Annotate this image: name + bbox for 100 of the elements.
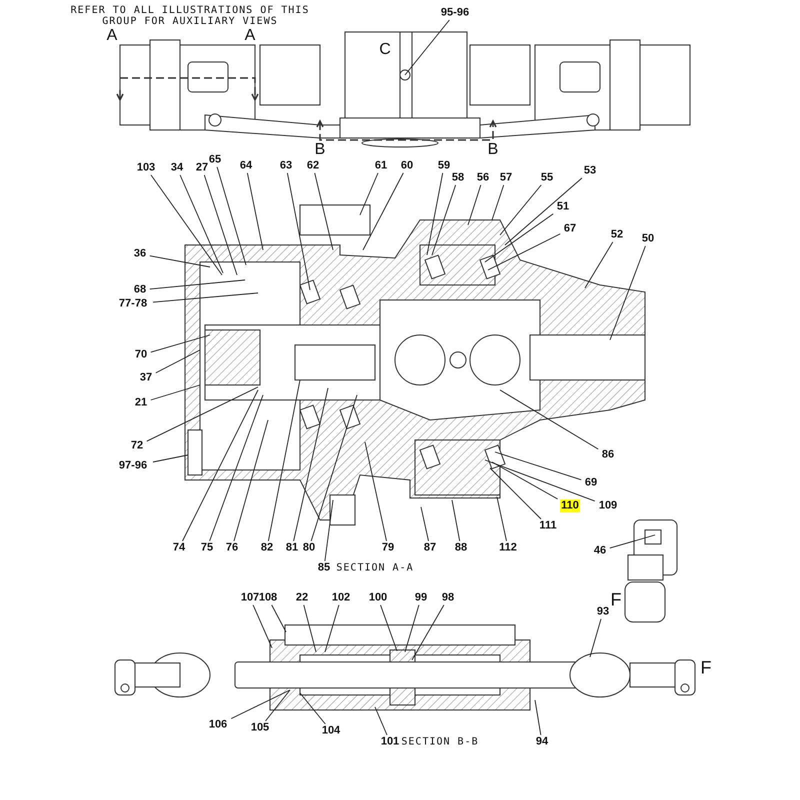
leader-line <box>492 462 558 500</box>
leader-line <box>484 460 596 502</box>
leader-line <box>234 420 268 542</box>
leader-line <box>268 380 300 542</box>
leader-line <box>380 604 398 652</box>
note-text: REFER TO ALL ILLUSTRATIONS OF THIS GROUP FOR AUXILIARY VIEWS <box>70 5 310 27</box>
leader-line <box>590 618 602 658</box>
section-letter: B <box>314 141 326 159</box>
callout-number: 65 <box>208 154 222 166</box>
callout-number: 95-96 <box>440 6 470 20</box>
callout-number: 67 <box>562 222 578 236</box>
leader-line <box>610 246 646 340</box>
callout-number: 112 <box>498 542 518 554</box>
callout-number: 79 <box>380 542 396 554</box>
callout-number: 80 <box>302 542 316 554</box>
callout-number: 36 <box>132 248 148 260</box>
callout-number: 108 <box>258 592 278 604</box>
callout-number: 51 <box>556 200 570 214</box>
callout-number: 104 <box>320 724 342 738</box>
leader-line <box>374 706 388 736</box>
callout-number: 72 <box>130 440 144 452</box>
view-letter: F <box>610 590 622 610</box>
leader-line <box>230 690 290 720</box>
section-letter: A <box>106 27 118 45</box>
callout-number: 63 <box>278 160 294 172</box>
callout-number: 27 <box>194 162 210 174</box>
callout-number: 68 <box>132 284 148 296</box>
callout-number: 100 <box>368 592 388 604</box>
leader-line <box>204 174 238 276</box>
section-title: SECTION B-B <box>401 736 479 748</box>
section-title: SECTION A-A <box>336 562 414 574</box>
leader-line <box>420 506 429 542</box>
leader-line <box>360 172 378 216</box>
leader-line <box>609 534 656 549</box>
callout-number: 37 <box>138 372 154 384</box>
leader-line <box>180 174 224 274</box>
callout-number: 81 <box>284 542 300 554</box>
leader-line <box>150 334 210 353</box>
leader-line <box>209 394 264 542</box>
callout-number: 88 <box>454 542 468 554</box>
leader-line <box>293 388 328 542</box>
view-letter: F <box>700 658 712 678</box>
callout-number: 94 <box>534 736 550 748</box>
callout-number: 102 <box>330 592 352 604</box>
leader-line <box>492 184 504 220</box>
leader-line <box>152 454 188 462</box>
callout-number: 74 <box>172 542 186 554</box>
callout-number: 34 <box>170 162 184 174</box>
callout-number: 59 <box>436 160 452 172</box>
callout-number: 50 <box>640 232 656 246</box>
callout-number: 109 <box>598 500 618 512</box>
leader-line <box>265 690 290 722</box>
callout-number: 53 <box>582 164 598 178</box>
leader-line <box>452 500 460 542</box>
callout-number: 86 <box>600 448 616 462</box>
callout-number: 62 <box>306 160 320 172</box>
callout-number: 103 <box>136 162 156 174</box>
callout-number: 56 <box>476 172 490 184</box>
callout-number: 21 <box>134 396 148 410</box>
callout-number: 105 <box>250 722 270 734</box>
leader-line <box>271 604 286 632</box>
leader-line <box>534 700 542 736</box>
leader-line <box>303 604 316 652</box>
callout-number: 106 <box>208 718 228 732</box>
leader-line <box>364 442 387 542</box>
callout-number: 60 <box>400 160 414 172</box>
leader-line <box>150 384 200 400</box>
callout-number: 64 <box>238 160 254 172</box>
callout-number: 75 <box>200 542 214 554</box>
callout-number: 93 <box>596 606 610 618</box>
callout-number: 98 <box>440 592 456 604</box>
leader-line <box>314 172 334 250</box>
callout-number: 97-96 <box>118 460 148 472</box>
callout-number: 55 <box>540 172 554 184</box>
leader-line <box>490 468 542 520</box>
callout-number: 85 <box>316 562 332 574</box>
leader-line <box>300 692 326 724</box>
leader-line <box>412 604 444 660</box>
callout-number: 70 <box>134 348 148 362</box>
leader-line <box>146 386 258 442</box>
leader-line <box>484 213 554 262</box>
callout-number: 110 <box>560 500 580 512</box>
leader-line <box>149 255 210 268</box>
leader-line <box>362 172 404 250</box>
leader-line <box>252 604 272 648</box>
callout-number: 76 <box>224 542 240 554</box>
callout-number: 69 <box>584 476 598 490</box>
callout-number: 52 <box>610 228 624 242</box>
callout-number: 87 <box>422 542 438 554</box>
callout-number: 46 <box>592 544 608 558</box>
leader-line <box>404 20 450 76</box>
leader-line <box>324 500 334 562</box>
callout-number: 58 <box>450 172 466 184</box>
leader-line <box>149 280 246 290</box>
leader-line <box>488 233 561 270</box>
leader-line <box>152 292 258 303</box>
callout-number: 111 <box>538 520 558 532</box>
callout-number: 77-78 <box>118 298 148 310</box>
callout-number: 22 <box>294 592 310 604</box>
leader-line <box>155 350 200 374</box>
